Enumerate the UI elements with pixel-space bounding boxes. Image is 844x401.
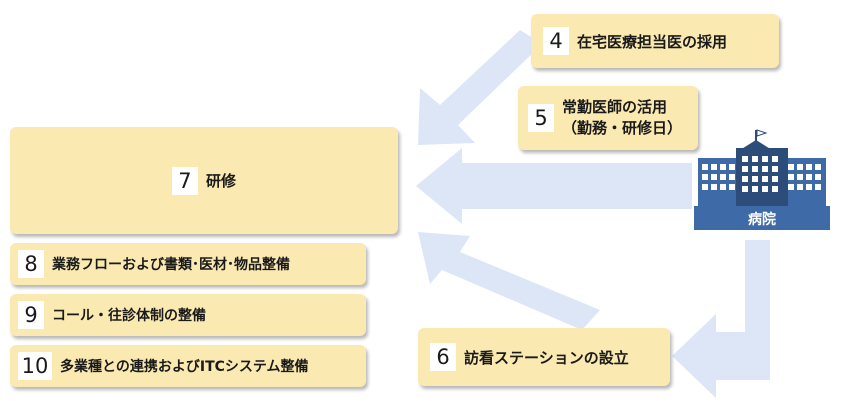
box-4-label: 在宅医療担当医の採用 — [577, 32, 728, 51]
box-9-label: コール・往診体制の整備 — [52, 308, 206, 324]
box-8-label: 業務フローおよび書類･医材･物品整備 — [52, 257, 290, 273]
box-4-hiring-home-care-doctor: 4 在宅医療担当医の採用 — [531, 14, 779, 68]
box-6-label: 訪看ステーションの設立 — [464, 348, 629, 367]
step-number-10: 10 — [18, 352, 52, 380]
hospital-svg — [694, 129, 830, 230]
step-number-6: 6 — [430, 343, 456, 371]
box-10-multi-profession-itc: 10 多業種との連携およびITCシステム整備 — [10, 345, 366, 387]
box-10-label: 多業種との連携およびITCシステム整備 — [60, 359, 309, 375]
box-6-visiting-nurse-station: 6 訪看ステーションの設立 — [418, 328, 670, 386]
step-number-4: 4 — [543, 27, 569, 55]
box-8-workflow-documents: 8 業務フローおよび書類･医材･物品整備 — [10, 243, 366, 285]
step-number-5: 5 — [528, 104, 554, 132]
step-number-9: 9 — [18, 301, 44, 329]
step-number-7: 7 — [171, 166, 198, 195]
hospital-label: 病院 — [748, 212, 776, 228]
box-7-label: 研修 — [205, 172, 236, 190]
arrow-from-6-to-7 — [418, 232, 600, 330]
box-7-training: 7 研修 — [10, 127, 398, 234]
box-5-text: 常勤医師の活用 （勤務・研修日） — [562, 97, 682, 139]
arrow-from-hospital-to-7 — [416, 148, 692, 224]
step-number-8: 8 — [18, 250, 44, 278]
arrow-from-hospital-to-6 — [672, 240, 770, 398]
hospital-building-icon: 病院 — [690, 128, 840, 232]
box-5-fulltime-doctors: 5 常勤医師の活用 （勤務・研修日） — [518, 86, 698, 150]
arrow-from-4-to-7 — [418, 30, 560, 145]
box-9-call-visit-system: 9 コール・往診体制の整備 — [10, 294, 366, 336]
box-5-label-line2: （勤務・研修日） — [562, 119, 683, 137]
box-5-label-line1: 常勤医師の活用 — [562, 98, 668, 116]
